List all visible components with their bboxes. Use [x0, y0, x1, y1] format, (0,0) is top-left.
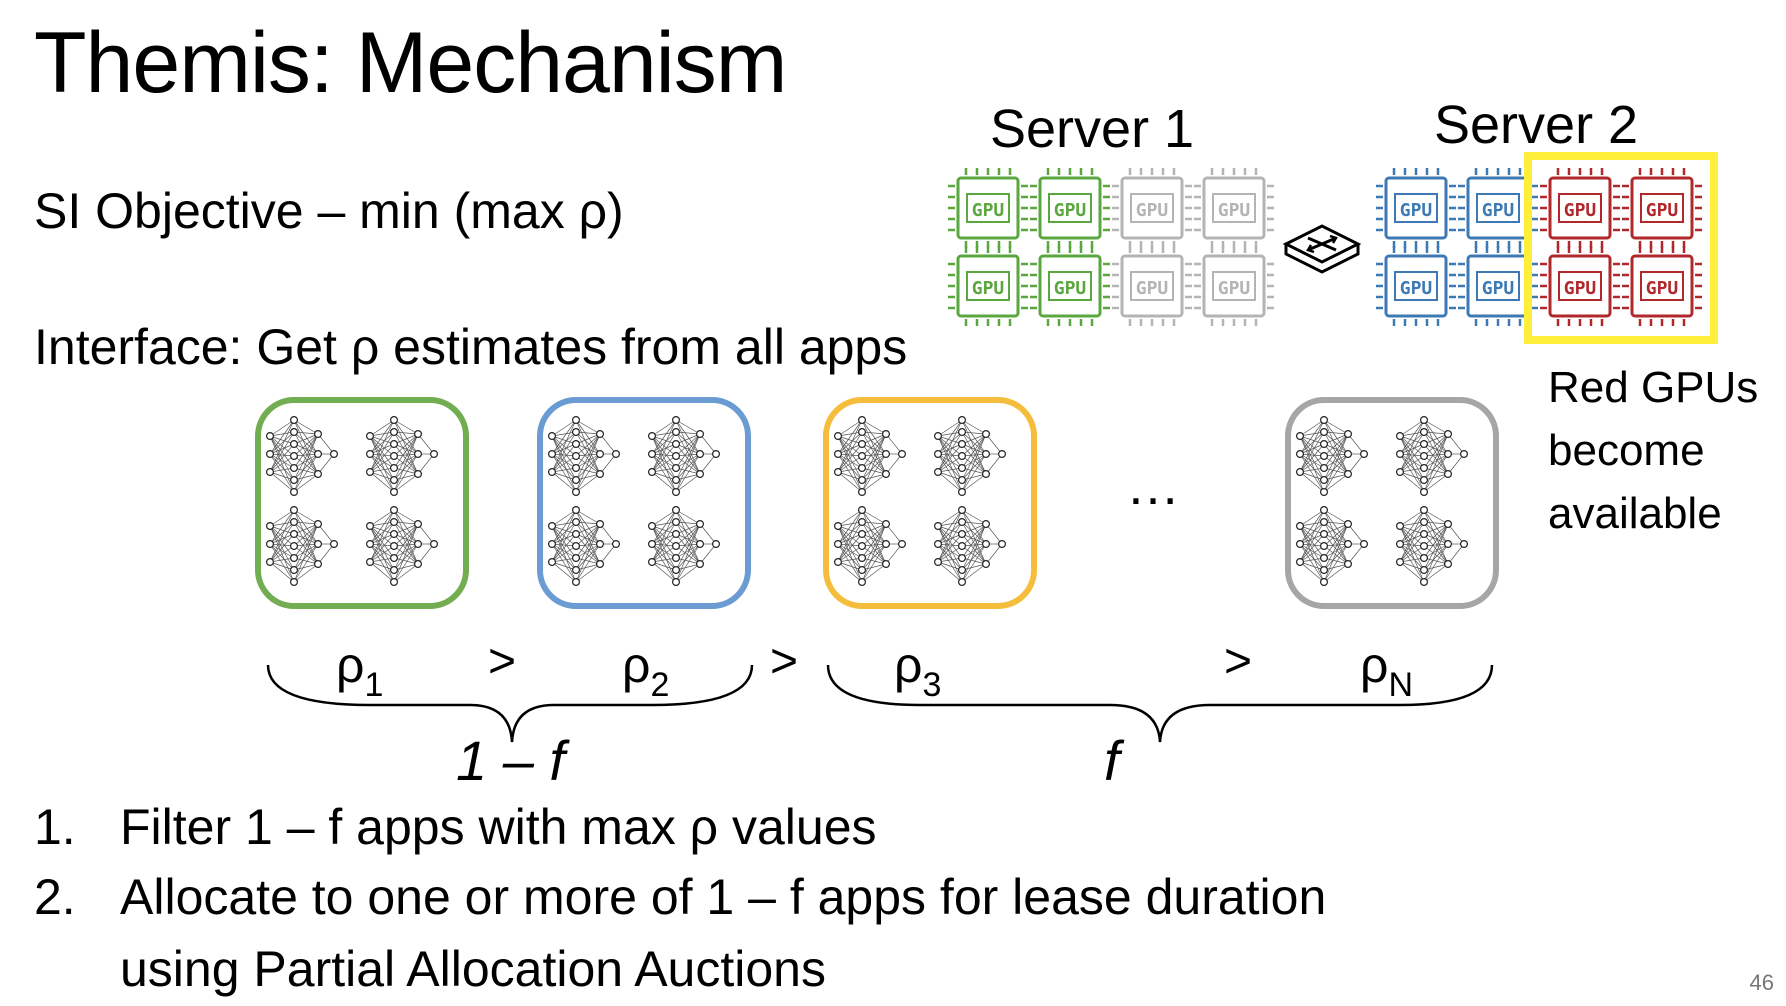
gpu-chip-icon: GPU [1030, 168, 1110, 248]
svg-text:GPU: GPU [1564, 200, 1597, 221]
gpu-chip-icon: GPU [948, 168, 1028, 248]
neural-network-icon [1295, 416, 1468, 586]
rho-n: ρN [1360, 637, 1414, 704]
svg-text:GPU: GPU [1646, 200, 1679, 221]
gpu-chip-icon: GPU [1112, 246, 1192, 326]
network-switch-icon [1282, 224, 1362, 274]
gpu-chip-icon: GPU [1194, 168, 1274, 248]
gpu-chip-icon: GPU [1540, 246, 1620, 326]
svg-text:GPU: GPU [1646, 278, 1679, 299]
gpu-chip-icon: GPU [948, 246, 1028, 326]
server-1-label: Server 1 [990, 99, 1195, 159]
svg-text:GPU: GPU [1136, 200, 1169, 221]
gpu-chip-icon: GPU [1622, 168, 1702, 248]
rho-3: ρ3 [894, 637, 942, 704]
svg-text:GPU: GPU [1564, 278, 1597, 299]
gpu-chip-icon: GPU [1540, 168, 1620, 248]
ellipsis: … [1126, 456, 1186, 516]
si-objective: SI Objective – min (max ρ) [34, 183, 624, 239]
svg-text:GPU: GPU [1482, 278, 1515, 299]
svg-text:GPU: GPU [972, 278, 1005, 299]
step-2: 2.Allocate to one or more of 1 – f apps … [34, 869, 1327, 925]
gpu-grid: GPU GPU GPU GPU GPU GPU GPU GPU GPU GPU GPU GPU GPU G… [948, 168, 1702, 326]
group-one-minus-f: 1 – f [456, 729, 565, 792]
svg-text:GPU: GPU [1054, 200, 1087, 221]
interface-text: Interface: Get ρ estimates from all apps [34, 319, 908, 375]
gpu-chip-icon: GPU [1376, 246, 1456, 326]
step-2-continued: using Partial Allocation Auctions [120, 941, 826, 997]
gt-3: > [1224, 635, 1253, 688]
gpu-chip-icon: GPU [1376, 168, 1456, 248]
svg-text:GPU: GPU [1218, 278, 1251, 299]
gpu-chip-icon: GPU [1112, 168, 1192, 248]
svg-text:GPU: GPU [1400, 278, 1433, 299]
brace-left [266, 664, 754, 743]
app-boxes [255, 397, 1499, 609]
app-box [537, 397, 751, 609]
svg-text:GPU: GPU [1400, 200, 1433, 221]
gpu-chip-icon: GPU [1458, 246, 1538, 326]
group-f: f [1104, 729, 1120, 792]
rho-2: ρ2 [622, 637, 670, 704]
gt-2: > [770, 635, 799, 688]
app-box [1285, 397, 1499, 609]
gpu-chip-icon: GPU [1030, 246, 1110, 326]
neural-network-icon [266, 416, 439, 586]
server-2-label: Server 2 [1434, 95, 1639, 155]
step-1: 1.Filter 1 – f apps with max ρ values [34, 799, 877, 855]
app-box [823, 397, 1037, 609]
svg-text:GPU: GPU [1482, 200, 1515, 221]
svg-text:GPU: GPU [1136, 278, 1169, 299]
page-number: 46 [1749, 970, 1774, 995]
svg-text:GPU: GPU [972, 200, 1005, 221]
neural-network-icon [547, 416, 720, 586]
highlight-box [1524, 152, 1718, 344]
app-box [255, 397, 469, 609]
svg-text:GPU: GPU [1218, 200, 1251, 221]
gt-1: > [488, 635, 517, 688]
brace-right [826, 664, 1494, 743]
neural-network-icon [833, 416, 1006, 586]
page-title: Themis: Mechanism [34, 15, 787, 111]
svg-text:GPU: GPU [1054, 278, 1087, 299]
rho-1: ρ1 [336, 637, 384, 704]
gpu-chip-icon: GPU [1194, 246, 1274, 326]
red-gpus-note: Red GPUs become available [1548, 363, 1759, 538]
gpu-chip-icon: GPU [1622, 246, 1702, 326]
